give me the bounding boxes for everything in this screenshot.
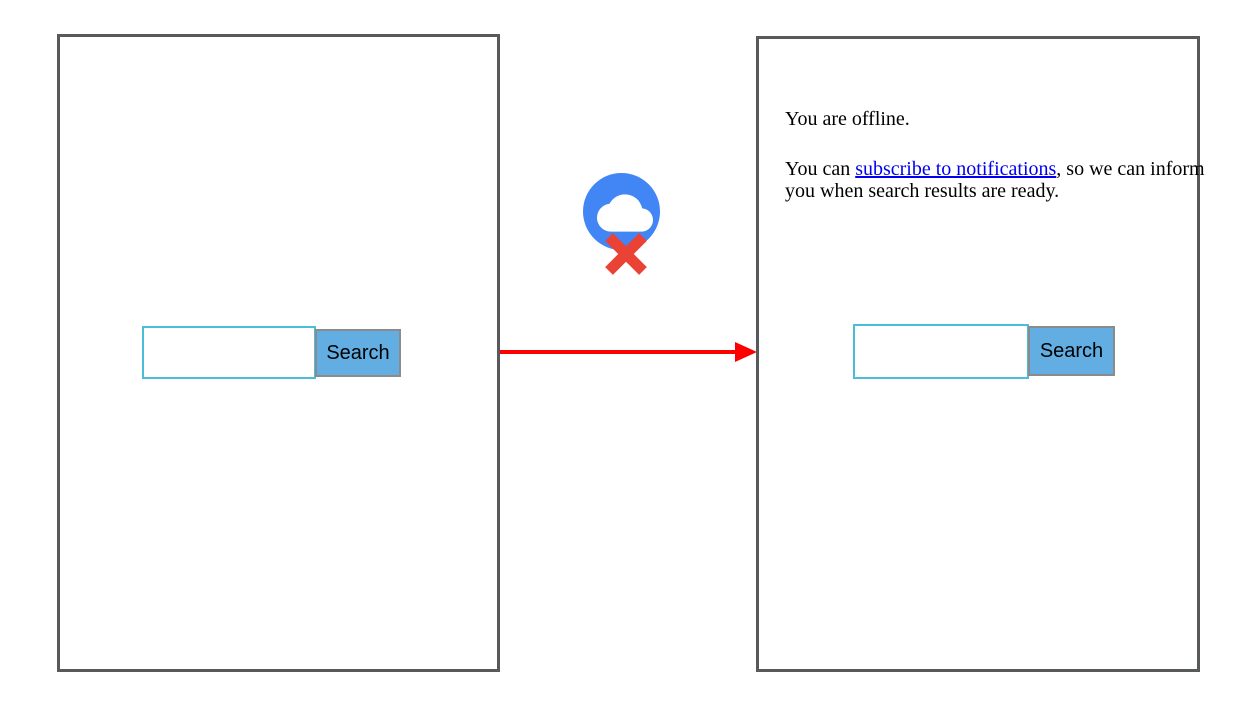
cloud-circle-background [583, 173, 660, 250]
search-button[interactable]: Search [315, 329, 401, 377]
offline-status-text: You are offline. [785, 108, 910, 130]
cloud-icon [596, 193, 653, 232]
x-icon [605, 233, 647, 275]
subscribe-to-notifications-link[interactable]: subscribe to notifications [855, 158, 1057, 180]
offline-cloud-icon [583, 173, 660, 275]
subscribe-text: You can subscribe to notifications, so w… [785, 158, 1205, 202]
search-button[interactable]: Search [1028, 326, 1115, 376]
search-input[interactable] [142, 326, 316, 379]
flow-arrow-icon [500, 342, 757, 362]
offline-message: You are offline. You can subscribe to no… [785, 108, 1205, 202]
search-input[interactable] [853, 324, 1029, 379]
